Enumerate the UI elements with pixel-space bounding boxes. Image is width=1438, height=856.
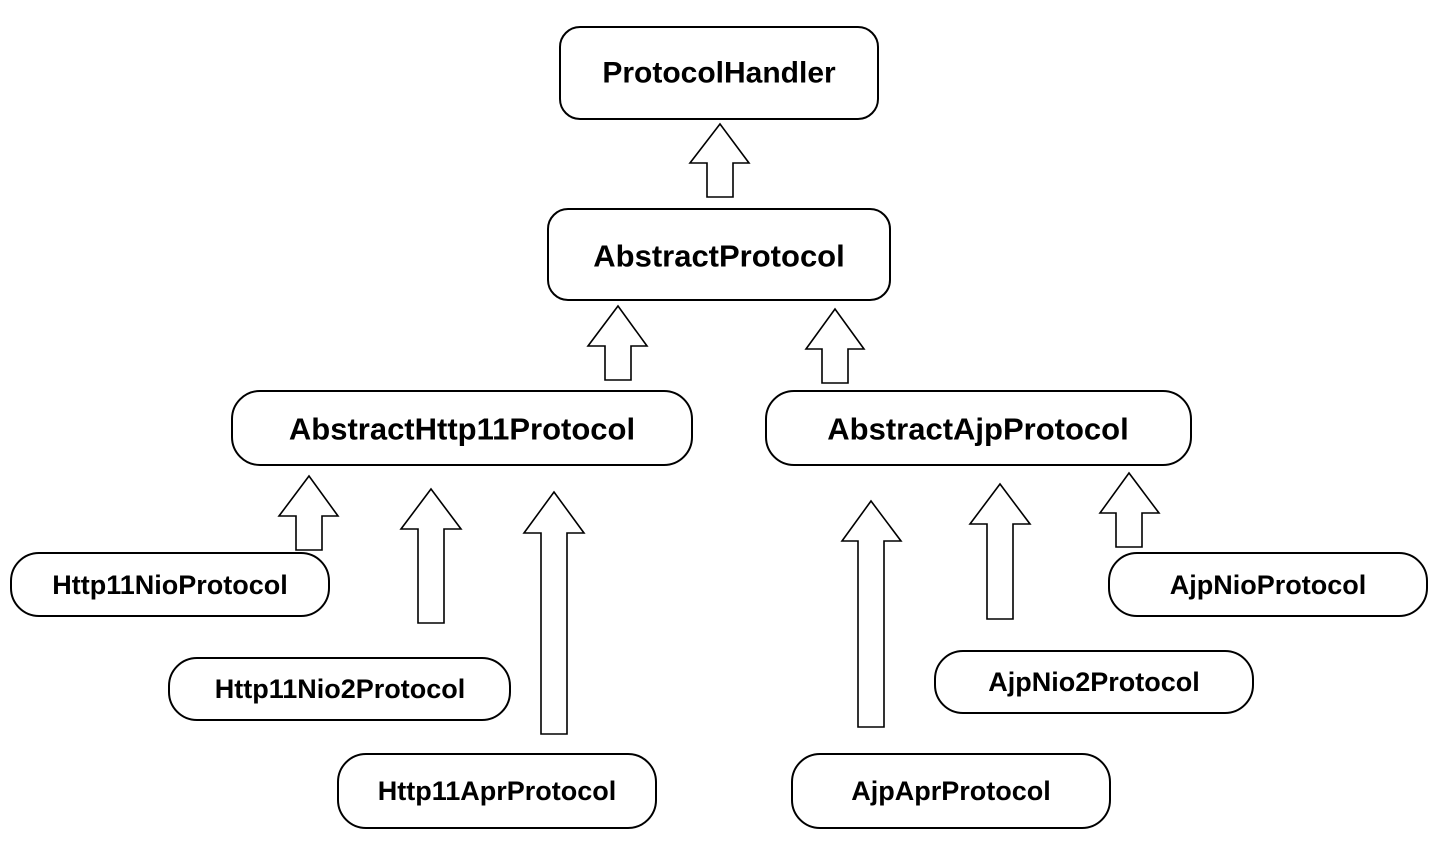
- arrow-ajp-nio2-to-abstract-ajp: [968, 482, 1032, 620]
- class-node-http11-apr-protocol: Http11AprProtocol: [337, 753, 657, 829]
- inheritance-arrows: [277, 122, 1161, 735]
- arrow-abstract-http11-to-abstract-protocol: [586, 304, 649, 381]
- class-node-ajp-nio-protocol: AjpNioProtocol: [1108, 552, 1428, 617]
- arrow-http11-nio2-to-abstract-http11: [399, 487, 463, 624]
- class-label: AjpNioProtocol: [1170, 570, 1367, 600]
- class-label: AjpAprProtocol: [851, 776, 1051, 806]
- class-label: Http11Nio2Protocol: [215, 674, 466, 704]
- arrow-abstract-protocol-to-protocol-handler: [688, 122, 751, 198]
- class-label: AjpNio2Protocol: [988, 667, 1200, 697]
- class-node-http11-nio-protocol: Http11NioProtocol: [10, 552, 330, 617]
- class-label: AbstractProtocol: [593, 239, 844, 274]
- arrow-abstract-ajp-to-abstract-protocol: [804, 307, 866, 384]
- class-node-abstract-protocol: AbstractProtocol: [547, 208, 891, 301]
- arrow-http11-apr-to-abstract-http11: [522, 490, 586, 735]
- class-label: Http11NioProtocol: [52, 570, 288, 600]
- class-node-protocol-handler: ProtocolHandler: [559, 26, 879, 120]
- class-label: Http11AprProtocol: [378, 776, 617, 806]
- class-label: AbstractAjpProtocol: [827, 412, 1128, 447]
- class-node-abstract-http11-protocol: AbstractHttp11Protocol: [231, 390, 693, 466]
- class-node-ajp-nio2-protocol: AjpNio2Protocol: [934, 650, 1254, 714]
- class-node-abstract-ajp-protocol: AbstractAjpProtocol: [765, 390, 1192, 466]
- class-node-http11-nio2-protocol: Http11Nio2Protocol: [168, 657, 511, 721]
- class-label: AbstractHttp11Protocol: [289, 412, 635, 447]
- arrow-http11-nio-to-abstract-http11: [277, 474, 340, 551]
- arrow-ajp-apr-to-abstract-ajp: [840, 499, 903, 728]
- class-node-ajp-apr-protocol: AjpAprProtocol: [791, 753, 1111, 829]
- class-label: ProtocolHandler: [602, 57, 836, 90]
- arrow-ajp-nio-to-abstract-ajp: [1098, 471, 1161, 548]
